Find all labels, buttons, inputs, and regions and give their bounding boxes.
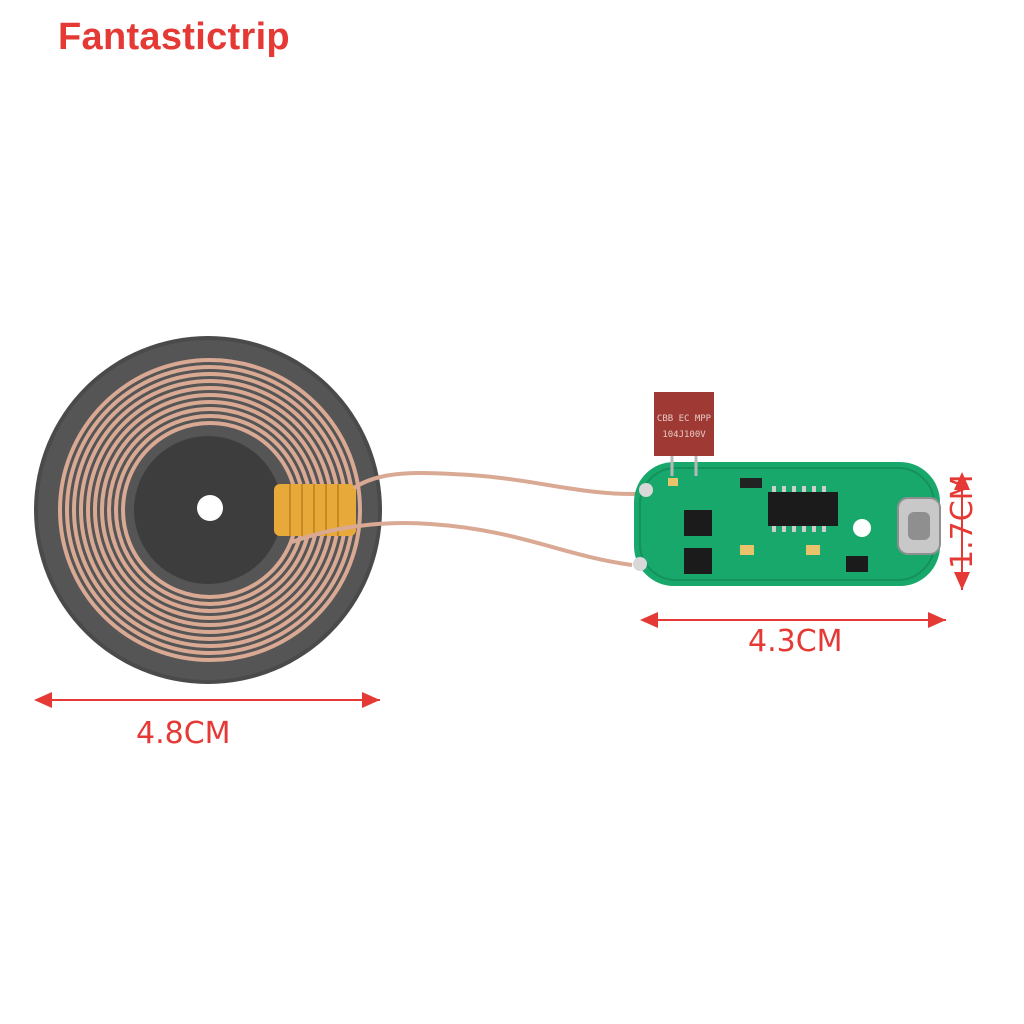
capacitor-marking-line1: CBB EC MPP: [657, 414, 712, 424]
mosfet-chip-bottom: [684, 548, 712, 574]
mosfet-chip-top: [684, 510, 712, 536]
board-height-label: 1.7CM: [945, 474, 980, 569]
charging-circuit-board: [633, 462, 941, 586]
wireless-charging-coil: [34, 336, 382, 684]
board-width-label: 4.3CM: [748, 624, 843, 659]
pcb-mounting-hole: [853, 519, 871, 537]
film-capacitor: CBB EC MPP 104J100V: [654, 392, 714, 476]
coil-center-hole: [197, 495, 223, 521]
main-ic-chip: [768, 492, 838, 526]
coil-diameter-label: 4.8CM: [136, 716, 231, 751]
small-chip: [846, 556, 868, 572]
capacitor-marking-line2: 104J100V: [662, 430, 706, 440]
coil-lead-wires: [291, 471, 641, 567]
brand-logo-text: Fantastictrip: [58, 16, 290, 58]
